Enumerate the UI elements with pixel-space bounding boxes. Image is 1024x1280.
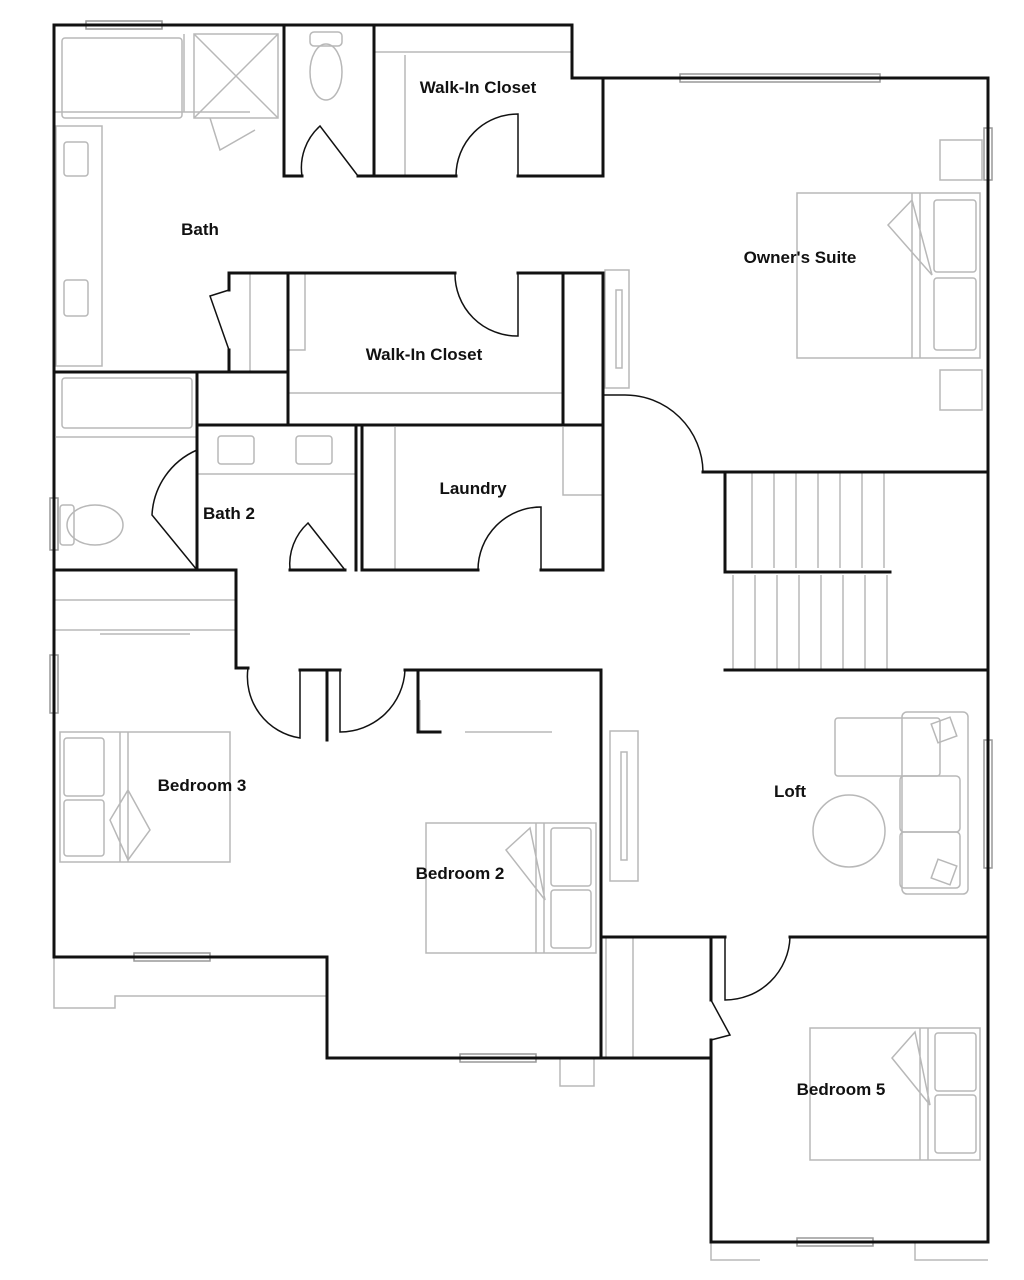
- label-bath-2: Bath 2: [203, 504, 255, 523]
- door-walk-in-closet-2: [454, 272, 519, 337]
- door-bath-2: [288, 521, 346, 571]
- bedroom-5-bed: [809, 1027, 981, 1161]
- room-labels: Walk-In Closet Bath Owner's Suite Walk-I…: [158, 78, 886, 1099]
- bedroom-3-bed: [59, 731, 231, 863]
- nightstand: [939, 369, 983, 411]
- owners-bed: [796, 192, 981, 359]
- sink: [63, 141, 89, 177]
- door-bedroom-5-closet: [710, 999, 732, 1041]
- bathtub-2: [61, 377, 193, 429]
- label-loft: Loft: [774, 782, 806, 801]
- door-laundry: [477, 506, 542, 571]
- windows: [49, 20, 993, 1247]
- tv-console: [609, 730, 639, 882]
- sectional-sofa: [901, 711, 969, 895]
- doors: [151, 113, 791, 1041]
- label-bedroom-2: Bedroom 2: [416, 864, 505, 883]
- label-bedroom-5: Bedroom 5: [797, 1080, 886, 1099]
- label-bedroom-3: Bedroom 3: [158, 776, 247, 795]
- door-bedroom-3: [246, 667, 301, 739]
- label-bath: Bath: [181, 220, 219, 239]
- door-bedroom-5: [724, 936, 791, 1001]
- fixtures: [53, 31, 988, 1261]
- stairs: [732, 473, 888, 670]
- door-linen: [209, 289, 230, 351]
- label-owners-suite: Owner's Suite: [744, 248, 857, 267]
- coffee-table: [812, 794, 886, 868]
- toilet-icon: [309, 31, 343, 47]
- sink: [295, 435, 333, 465]
- shower: [193, 33, 279, 119]
- sink: [63, 279, 89, 317]
- bathtub: [61, 37, 183, 119]
- bedroom-2-bed: [425, 822, 597, 954]
- sink: [217, 435, 255, 465]
- label-laundry: Laundry: [439, 479, 507, 498]
- walls: [52, 23, 990, 1244]
- toilet: [309, 43, 343, 101]
- label-walk-in-closet-1: Walk-In Closet: [420, 78, 537, 97]
- label-walk-in-closet-2: Walk-In Closet: [366, 345, 483, 364]
- tv-console: [604, 269, 630, 389]
- sofa-chaise: [834, 717, 941, 777]
- toilet-2: [66, 504, 124, 546]
- door-toilet: [300, 124, 359, 177]
- door-walk-in-closet-1: [455, 113, 519, 177]
- vanity: [55, 125, 103, 367]
- nightstand: [939, 139, 983, 181]
- door-owners-suite: [603, 394, 704, 473]
- door-bedroom-2: [339, 669, 406, 733]
- door-bath-2-toilet: [151, 449, 198, 571]
